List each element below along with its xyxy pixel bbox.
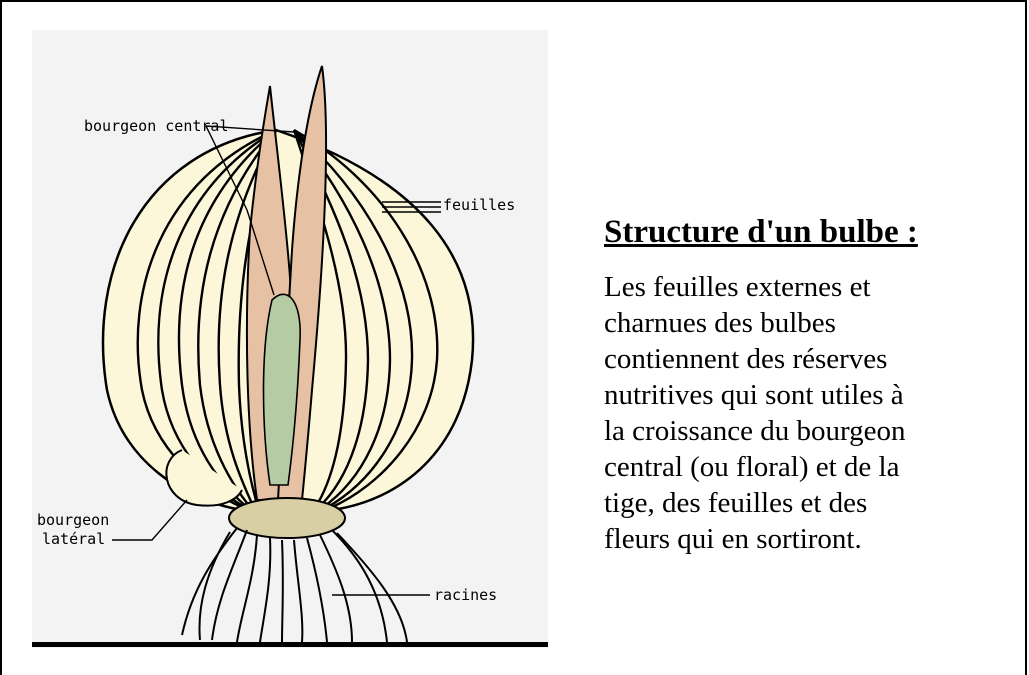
paragraph-line: la croissance du bourgeon (604, 413, 984, 449)
description-column: Structure d'un bulbe : Les feuilles exte… (604, 214, 984, 557)
label-leaves: feuilles (443, 196, 515, 214)
paragraph-line: charnues des bulbes (604, 305, 984, 341)
paragraph-line: tige, des feuilles et des (604, 485, 984, 521)
paragraph-line: Les feuilles externes et (604, 269, 984, 305)
bulb-diagram: bourgeon central feuilles bourgeon latér… (32, 30, 548, 648)
label-central-bud: bourgeon central (84, 117, 229, 135)
ground-line (32, 642, 548, 647)
section-title: Structure d'un bulbe : (604, 214, 984, 251)
label-roots: racines (434, 586, 497, 604)
paragraph-line: fleurs qui en sortiront. (604, 521, 984, 557)
description-paragraph: Les feuilles externes et charnues des bu… (604, 269, 984, 557)
paragraph-line: contiennent des réserves (604, 341, 984, 377)
label-lateral-bud-line1: bourgeon (37, 511, 109, 529)
paragraph-line: central (ou floral) et de la (604, 449, 984, 485)
paragraph-line: nutritives qui sont utiles à (604, 377, 984, 413)
label-lateral-bud-line2: latéral (42, 530, 105, 548)
